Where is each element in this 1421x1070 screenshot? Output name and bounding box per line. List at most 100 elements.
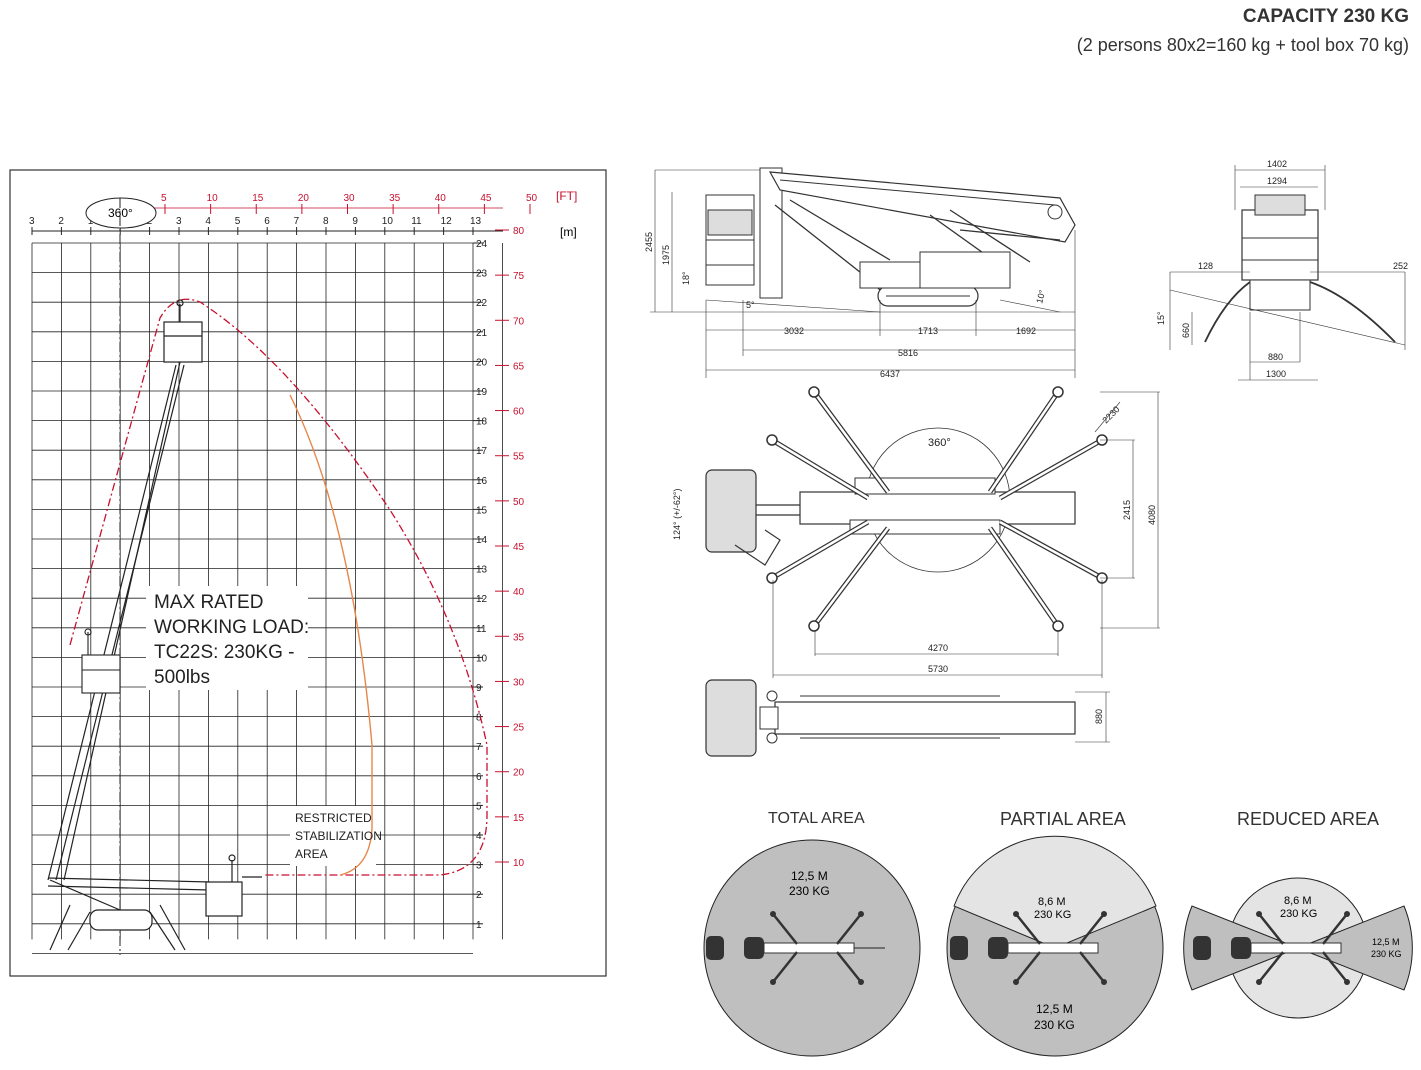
outrigger-pad [766,434,778,446]
area-leg-icon [772,951,798,983]
y-tick-label-m: 13 [476,565,488,576]
side-dim-1692: 1692 [1016,326,1036,336]
reduced-area-load-big: 230 KG [1371,949,1402,959]
y-tick-label-m: 16 [476,476,488,487]
unit-m-label: [m] [560,225,577,239]
y-tick-label-m: 4 [476,831,482,842]
outrigger-leg-inner [812,391,890,493]
restricted-envelope [289,394,373,876]
y-tick-label-m: 23 [476,269,488,280]
x-tick-label-ft: 15 [252,193,264,204]
front-view-labels: 1402 1294 128 252 15° 660 880 1300 [1156,159,1408,379]
y-tick-label-ft: 50 [513,497,525,508]
total-area-title: TOTAL AREA [768,810,865,827]
y-tick-label-ft: 35 [513,632,525,643]
top-swing-label: 124° (+/-62°) [672,489,682,540]
y-tick-label-ft: 65 [513,361,525,372]
side-dim-5816: 5816 [898,348,918,358]
area-leg-icon [1015,951,1041,983]
x-tick-label-ft: 20 [298,193,310,204]
outrigger-leg-inner [999,438,1103,500]
side-view-labels: 2455 1975 18° 5° 10° 3032 1713 1692 5816… [644,232,1048,379]
outrigger-leg-inner [771,438,869,500]
outrigger-leg-inner [771,520,869,580]
compact-dim-880: 880 [1094,709,1104,724]
area-pad-icon [770,979,776,985]
y-tick-label-m: 9 [476,683,482,694]
x-tick-label-ft: 50 [526,193,538,204]
area-leg-icon [1015,913,1041,945]
x-tick-label-ft: 10 [207,193,219,204]
y-tick-label-ft: 70 [513,316,525,327]
x-tick-label-m: 1 [88,216,94,227]
side-angle-5: 5° [746,300,755,310]
front-dim-660: 660 [1181,323,1191,338]
x-tick-label-m: 4 [205,216,211,227]
front-dim-1300: 1300 [1266,369,1286,379]
rotation-ellipse [85,197,157,229]
x-tick-label-ft: 5 [161,193,167,204]
y-tick-label-m: 1 [476,920,482,931]
area-basket-icon [950,936,968,960]
top-dim-2415: 2415 [1122,500,1132,520]
unit-ft-label: [FT] [556,189,577,203]
y-tick-label-m: 6 [476,772,482,783]
y-tick-label-ft: 80 [513,226,525,237]
restricted-label-backdrop [290,806,376,866]
y-tick-label-m: 10 [476,653,488,664]
side-view [650,167,1076,378]
area-pad-icon [1013,979,1019,985]
x-tick-label-m: 9 [352,216,358,227]
partial-area: PARTIAL AREA 8,6 M 230 KG 12,5 M 230 KG [946,809,1164,1057]
area-leg-icon [1258,913,1284,945]
area-leg-icon [836,951,862,983]
y-tick-label-m: 3 [476,861,482,872]
area-basket-icon [706,936,724,960]
side-dim-3032: 3032 [784,326,804,336]
front-dim-1402: 1402 [1267,159,1287,169]
y-tick-label-m: 2 [476,890,482,901]
reduced-area-radius-big: 12,5 M [1372,937,1400,947]
y-tick-label-m: 8 [476,713,482,724]
x-tick-label-m: 3 [176,216,182,227]
restricted-line-3: AREA [295,847,328,861]
top-rotation-label: 360° [928,437,951,449]
y-tick-label-ft: 25 [513,723,525,734]
partial-area-radius-small: 8,6 M [1038,896,1066,908]
load-line-4: 500lbs [154,667,210,688]
outrigger-leg-inner [813,527,889,627]
area-pad-icon [770,911,776,917]
area-turret-icon [1231,937,1251,959]
y-tick-label-m: 7 [476,742,482,753]
y-tick-label-ft: 20 [513,768,525,779]
total-area-load: 230 KG [789,884,830,898]
partial-area-load-big: 230 KG [1034,1018,1075,1032]
top-view-outriggers [766,386,1108,632]
front-dim-252: 252 [1393,261,1408,271]
area-diagrams: TOTAL AREA 12,5 M 230 KG PARTIAL AREA 8,… [703,809,1413,1057]
area-leg-icon [772,913,798,945]
area-pad-icon [858,979,864,985]
restricted-line-1: RESTRICTED [295,811,372,825]
working-envelope [69,298,488,876]
boom-max-height [47,299,203,881]
outrigger-leg-inner [999,520,1103,580]
y-tick-label-ft: 60 [513,407,525,418]
x-tick-label-ft: 35 [389,193,401,204]
area-machine-icons [706,911,1350,985]
chart-grid [31,207,503,954]
y-tick-label-ft: 30 [513,677,525,688]
outrigger-leg-inner [988,391,1060,493]
y-tick-label-m: 20 [476,357,488,368]
y-tick-label-m: 14 [476,535,488,546]
area-pad-icon [1256,979,1262,985]
outrigger-leg-inner [988,527,1060,627]
load-line-2: WORKING LOAD: [154,617,309,638]
max-load-text: MAX RATED WORKING LOAD: TC22S: 230KG - 5… [154,592,309,688]
reduced-area-load-small: 230 KG [1280,908,1317,920]
top-dim-5730: 5730 [928,664,948,674]
